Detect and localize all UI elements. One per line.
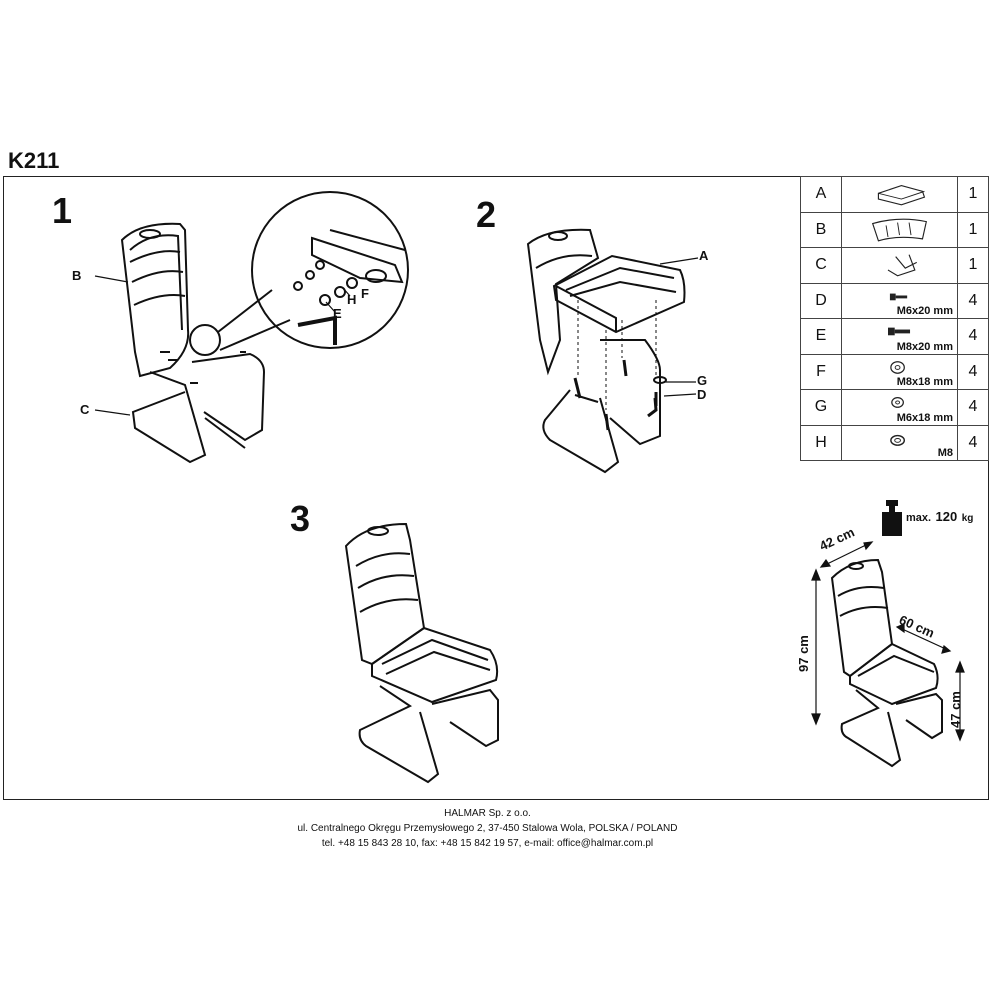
callout-F: F xyxy=(361,286,369,301)
part-row-a: A 1 xyxy=(800,176,989,213)
instruction-frame xyxy=(3,176,989,800)
part-qty: 4 xyxy=(957,424,989,461)
part-image-cell: M6x18 mm xyxy=(841,389,958,426)
spring-washer-icon xyxy=(890,434,906,446)
bolt-icon xyxy=(888,327,911,336)
callout-A: A xyxy=(699,248,709,263)
callout-D: D xyxy=(697,387,707,402)
footer: HALMAR Sp. z o.o. ul. Centralnego Okręgu… xyxy=(0,806,975,851)
part-spec: M6x20 mm xyxy=(896,305,953,317)
part-spec: M6x18 mm xyxy=(896,411,953,424)
step-1-number: 1 xyxy=(52,190,73,231)
callout-E: E xyxy=(333,306,342,321)
part-row-c: C 1 xyxy=(800,247,989,284)
part-spec: M8x18 mm xyxy=(896,376,953,388)
step-2-number: 2 xyxy=(476,194,497,235)
washer-icon xyxy=(890,360,905,374)
part-qty: 4 xyxy=(957,389,989,426)
callout-G: G xyxy=(697,373,708,388)
max-load-unit: kg xyxy=(961,513,974,524)
max-load-label: max. 120 kg xyxy=(906,508,973,526)
footer-address: ul. Centralnego Okręgu Przemysłowego 2, … xyxy=(297,823,678,834)
part-image-cell xyxy=(841,176,958,213)
step-3-drawing xyxy=(344,522,499,784)
model-title: K211 xyxy=(8,148,60,173)
part-qty: 1 xyxy=(957,247,989,284)
part-image-cell xyxy=(841,247,958,284)
seat-icon xyxy=(877,185,926,206)
frame-icon xyxy=(887,254,918,277)
callout-B: B xyxy=(72,268,82,283)
part-letter: G xyxy=(800,389,842,426)
part-spec: M8x20 mm xyxy=(896,340,953,353)
weight-icon xyxy=(882,500,902,536)
footer-company: HALMAR Sp. z o.o. xyxy=(444,808,531,819)
step-1-drawing xyxy=(94,191,409,464)
dimension-drawing xyxy=(811,541,965,768)
bolt-icon xyxy=(889,293,908,300)
max-load-prefix: max. xyxy=(906,512,932,524)
part-row-g: G M6x18 mm 4 xyxy=(800,389,989,426)
part-letter: A xyxy=(800,176,842,213)
step-3-number: 3 xyxy=(290,498,311,539)
part-row-e: E M8x20 mm 4 xyxy=(800,318,989,355)
part-image-cell: M8x20 mm xyxy=(841,318,958,355)
part-image-cell: M8 xyxy=(841,424,958,461)
part-image-cell: M8x18 mm xyxy=(841,353,958,390)
part-row-h: H M8 4 xyxy=(800,424,989,461)
backrest-icon xyxy=(871,218,928,242)
step-2-drawing xyxy=(526,228,699,474)
part-spec: M8 xyxy=(937,447,953,459)
part-row-f: F M8x18 mm 4 xyxy=(800,353,989,390)
part-letter: H xyxy=(800,424,842,461)
parts-table: A 1 B 1 C 1 D xyxy=(800,176,989,461)
footer-contact: tel. +48 15 843 28 10, fax: +48 15 842 1… xyxy=(321,838,654,849)
callout-H: H xyxy=(347,292,357,307)
max-load-value: 120 xyxy=(935,509,958,524)
washer-icon xyxy=(891,397,904,408)
part-qty: 1 xyxy=(957,176,989,213)
dim-seat-height: 47 cm xyxy=(948,691,963,728)
callout-C: C xyxy=(80,402,90,417)
dim-height: 97 cm xyxy=(796,635,811,672)
part-qty: 4 xyxy=(957,353,989,390)
